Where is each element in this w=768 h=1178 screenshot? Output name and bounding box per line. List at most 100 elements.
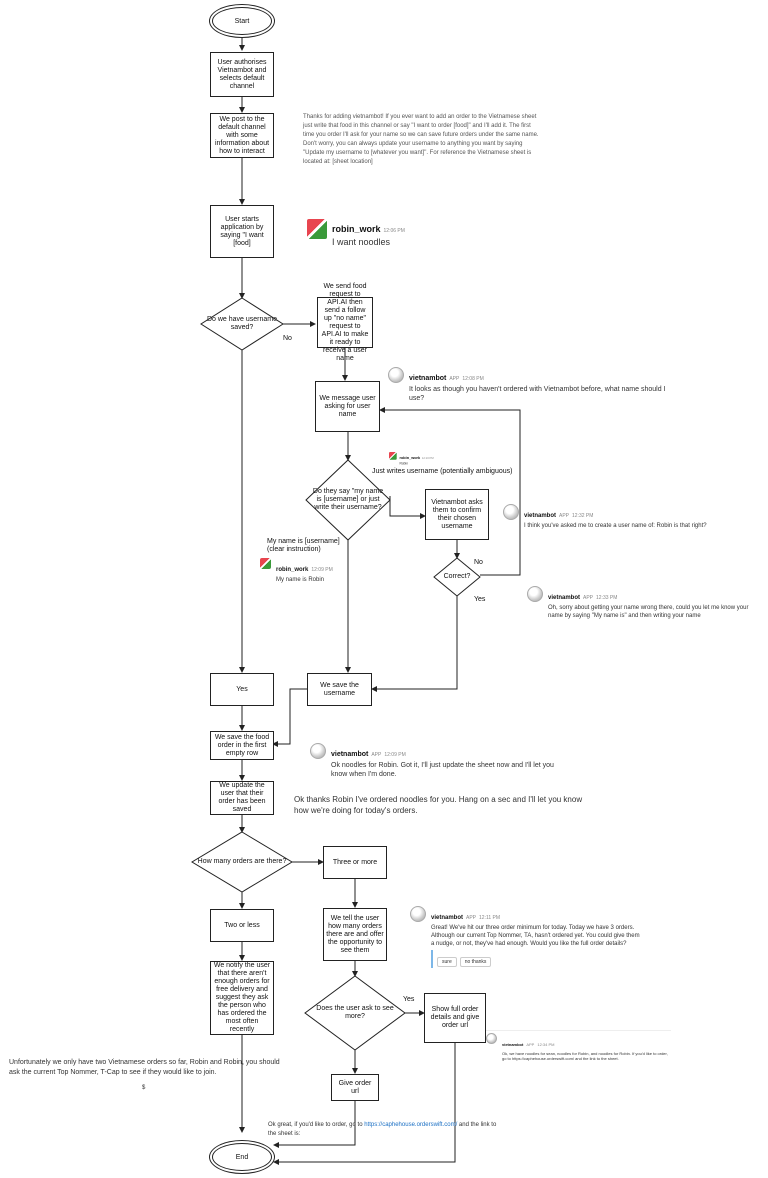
message-text: I think you've asked me to create a user…: [524, 523, 707, 529]
message-text: Great! We've hit our three order minimum…: [431, 925, 640, 947]
decision-correct-label: Correct?: [443, 573, 471, 580]
vietnambot-avatar-icon: [310, 743, 326, 759]
message-time: 12:09 PM: [311, 567, 333, 573]
edge-giveurl-end: [273, 1101, 356, 1148]
box-authorise: User authorises Vietnambot and selects d…: [210, 52, 274, 97]
edge-correct-no: [379, 407, 521, 576]
app-badge: APP: [583, 595, 594, 601]
box-post-default: We post to the default channel with some…: [210, 113, 274, 158]
diamond-correct: [433, 557, 481, 597]
no-thanks-button[interactable]: no thanks: [459, 957, 492, 967]
box-send-food: We send food request to API.AI then send…: [317, 283, 373, 362]
box-user-starts: User starts application by saying "I wan…: [210, 205, 274, 258]
message-time: 12:08 PM: [462, 376, 484, 382]
dollar-note: $: [142, 1085, 146, 1091]
message-time: 12:32 PM: [572, 513, 594, 519]
box-save-username: We save the username: [307, 673, 372, 706]
ok-thanks-note: Ok thanks Robin I've ordered noodles for…: [294, 795, 583, 815]
app-badge: APP: [449, 376, 460, 382]
box-show-full: Show full order details and give order u…: [424, 993, 486, 1043]
message-author: vietnambot: [548, 595, 581, 601]
edge-saymyname-confirm: [389, 496, 426, 519]
box-save-food: We save the food order in the first empt…: [210, 731, 274, 760]
vietnambot-avatar-icon: [410, 906, 426, 922]
edge-label-no-2: No: [474, 559, 483, 566]
robin-avatar-icon: [389, 452, 397, 460]
welcome-note: Thanks for adding vietnambot! If you eve…: [303, 114, 539, 165]
message-text: Oh, sorry about getting your name wrong …: [548, 605, 749, 619]
edge-label-my-name-is: My name is [username] (clear instruction…: [267, 538, 340, 553]
box-confirm-username: Vietnambot asks them to confirm their ch…: [425, 489, 489, 540]
message-time: 12:11 PM: [479, 915, 501, 921]
edge-label-just-writes: Just writes username (potentially ambigu…: [372, 468, 513, 475]
message-author: vietnambot: [409, 375, 447, 382]
box-tell-user: We tell the user how many orders there a…: [323, 908, 387, 961]
diamond-say-my-name: [305, 459, 391, 541]
diamond-how-many: [191, 831, 293, 893]
diamond-username-saved: [200, 297, 284, 351]
decision-username-saved-label: Do we have username saved?: [206, 316, 278, 331]
message-time: 12:33 PM: [596, 595, 618, 601]
message-text: I want noodles: [332, 237, 391, 247]
message-author: vietnambot: [431, 915, 464, 921]
message-text: Robin: [399, 462, 409, 466]
edge-label-yes-2: Yes: [403, 996, 415, 1003]
unfortunately-note: Unfortunately we only have two Vietnames…: [9, 1059, 280, 1076]
app-badge: APP: [526, 1042, 535, 1047]
message-text: Ok noodles for Robin. Got it, I'll just …: [331, 762, 554, 778]
robin-avatar-icon: [307, 219, 327, 239]
message-author: vietnambot: [524, 513, 557, 519]
message-text: It looks as though you haven't ordered w…: [409, 386, 666, 402]
message-time: 12:09 PM: [384, 752, 406, 758]
edge-save-savefood: [272, 688, 307, 747]
box-three-more: Three or more: [323, 846, 387, 879]
order-url-link[interactable]: https://caphehouse.orderswift.com/: [364, 1122, 458, 1128]
message-text: Ok, we have noodles for sean, noodles fo…: [502, 1051, 668, 1061]
box-yes: Yes: [210, 673, 274, 706]
ok-great-text-end: and the link to the sheet is:: [268, 1122, 497, 1137]
box-update-user: We update the user that their order has …: [210, 781, 274, 815]
vietnambot-avatar-icon: [486, 1033, 497, 1044]
sure-button[interactable]: sure: [437, 957, 457, 967]
message-time: 12:06 PM: [383, 228, 405, 234]
edge-label-yes-1: Yes: [474, 596, 486, 603]
ok-great-text: Ok great, if you'd like to order, go to: [268, 1122, 365, 1128]
decision-say-name-label: Do they say "my name is [username] or ju…: [312, 488, 384, 511]
decision-ask-see-label: Does the user ask to see more?: [316, 1005, 394, 1020]
edge-label-no-1: No: [283, 335, 292, 342]
message-time: 12:10 PM: [421, 456, 434, 461]
box-message-user: We message user asking for user name: [315, 381, 380, 432]
box-give-url: Give order url: [331, 1074, 379, 1101]
robin-avatar-icon: [260, 558, 271, 569]
message-author: vietnambot: [502, 1042, 524, 1047]
ok-great-note: Ok great, if you'd like to order, go to …: [268, 1121, 503, 1139]
app-badge: APP: [371, 752, 382, 758]
message-text: My name is Robin: [276, 577, 325, 583]
edge-correct-yes: [371, 595, 458, 692]
box-two-less: Two or less: [210, 909, 274, 942]
vietnambot-avatar-icon: [388, 367, 404, 383]
start-node: Start: [212, 7, 272, 35]
end-node: End: [212, 1143, 272, 1171]
app-badge: APP: [466, 915, 477, 921]
diamond-ask-see-more: [304, 975, 406, 1051]
app-badge: APP: [559, 513, 570, 519]
edge-showfull-end: [273, 1043, 456, 1165]
vietnambot-avatar-icon: [503, 504, 519, 520]
message-author: robin_work: [399, 456, 421, 461]
decision-how-many-label: How many orders are there?: [197, 858, 287, 865]
message-author: robin_work: [332, 224, 381, 234]
message-author: vietnambot: [331, 751, 369, 758]
message-author: robin_work: [276, 567, 309, 573]
box-notify-user: We notify the user that there aren't eno…: [210, 961, 274, 1035]
